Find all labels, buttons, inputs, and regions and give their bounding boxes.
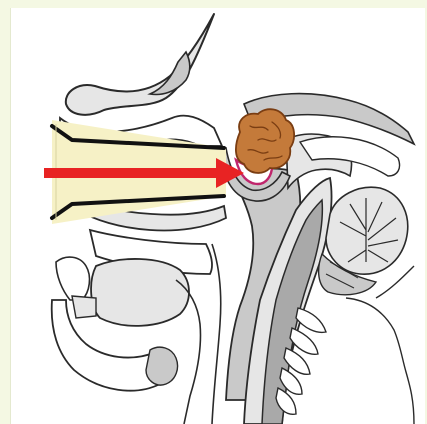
tumor-icon	[236, 109, 294, 173]
skull-outline	[66, 14, 214, 115]
neck-outline	[346, 298, 414, 424]
teeth	[72, 296, 96, 318]
pharynx-wall	[212, 244, 221, 424]
hyoid-region	[146, 347, 178, 385]
tongue	[91, 259, 189, 326]
lip-upper	[56, 257, 89, 300]
